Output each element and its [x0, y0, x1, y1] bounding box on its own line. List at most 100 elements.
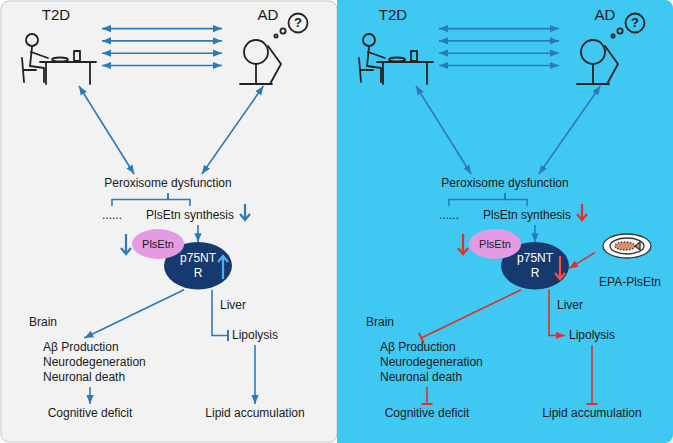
dish-plate	[603, 234, 651, 258]
connector	[439, 52, 559, 54]
outcome-label: Lipid accumulation	[538, 404, 645, 423]
outcome-group: Aβ ProductionNeurodegenerationNeuronal d…	[40, 338, 151, 387]
icon-group	[359, 14, 645, 85]
connector	[421, 290, 521, 338]
text-holder: T2D	[42, 6, 70, 24]
text-holder: Cognitive deficit	[48, 406, 133, 421]
node-text: AD	[595, 6, 616, 24]
node-text: PlsEtn synthesis	[483, 208, 571, 223]
edge-label: Brain	[28, 315, 58, 329]
connector	[426, 387, 428, 404]
connector	[102, 40, 222, 42]
outcome-label: Cognitive deficit	[381, 404, 474, 423]
plate	[389, 58, 405, 62]
node-text: Neurodegeneration	[43, 355, 146, 370]
node-text: Peroxisome dysfunction	[104, 176, 231, 191]
text-holder: AD	[595, 6, 616, 24]
connector	[212, 290, 228, 336]
outcome-group: Aβ ProductionNeurodegenerationNeuronal d…	[377, 338, 488, 387]
node-text: PlsEtn	[479, 237, 511, 251]
text-holder: EPA-PlsEtn	[599, 275, 661, 290]
text-holder: PlsEtn synthesis	[146, 208, 234, 223]
eater-arm	[31, 52, 48, 58]
dish-icon	[603, 234, 651, 258]
thinker-head	[581, 40, 605, 64]
text-holder: Aβ ProductionNeurodegenerationNeuronal d…	[43, 340, 146, 385]
text-holder: Lipid accumulation	[205, 406, 304, 421]
thinker-head	[244, 40, 268, 64]
node-text: Aβ Production	[43, 340, 119, 355]
node-text: Lipid accumulation	[542, 406, 641, 421]
dish-rim	[610, 238, 644, 254]
plate	[52, 58, 68, 62]
text-holder: PlsEtn synthesis	[483, 208, 571, 223]
connector	[102, 52, 222, 54]
ellipse-fill	[501, 242, 569, 290]
node-text: ......	[439, 208, 459, 223]
edge-label: Liver	[219, 298, 247, 312]
icon-group	[22, 14, 308, 85]
eater-arm	[368, 52, 385, 58]
connector	[102, 65, 222, 67]
table	[377, 62, 433, 84]
connector	[449, 193, 505, 206]
node-text: Neuronal death	[43, 370, 125, 385]
cup	[74, 51, 80, 61]
text-holder: PlsEtn	[479, 237, 511, 251]
question-mark: ?	[630, 16, 640, 30]
lipid-ellipse: PlsEtn	[132, 229, 184, 259]
chair	[22, 58, 36, 82]
edge-label: Liver	[556, 298, 584, 312]
text-holder: Cognitive deficit	[385, 406, 470, 421]
decrease-arrow	[121, 234, 131, 254]
text-holder: Peroxisome dysfunction	[104, 176, 231, 191]
chair	[359, 58, 373, 82]
text-holder: Aβ ProductionNeurodegenerationNeuronal d…	[380, 340, 483, 385]
outcome-label: Lipid accumulation	[201, 404, 308, 423]
thought-bubble	[289, 14, 308, 33]
process-label: PlsEtn synthesis	[142, 206, 238, 225]
edge-label: Brain	[365, 315, 395, 329]
node-text: AD	[258, 6, 279, 24]
connector	[102, 28, 222, 30]
thought-dot	[611, 34, 614, 37]
eater-leg	[30, 66, 44, 82]
thinker-body	[577, 64, 609, 84]
node-text: Lipid accumulation	[205, 406, 304, 421]
dish-fish	[615, 242, 635, 250]
thinker-arm	[605, 46, 618, 84]
text-holder: Peroxisome dysfunction	[441, 176, 568, 191]
connector	[89, 387, 91, 404]
node-text: Lipolysis	[569, 328, 615, 343]
text-holder: T2D	[379, 6, 407, 24]
node-text: p75NT R	[180, 251, 216, 281]
text-holder: PlsEtn	[142, 237, 174, 251]
right-panel-edge	[337, 0, 349, 443]
thought-dot	[280, 28, 285, 33]
node-text: T2D	[379, 6, 407, 24]
connector	[254, 345, 256, 404]
ellipse-fill	[164, 242, 232, 290]
connector	[168, 193, 190, 206]
node-text: Neurodegeneration	[380, 355, 483, 370]
connector	[439, 65, 559, 67]
thought-dot	[617, 28, 622, 33]
connector	[197, 225, 199, 242]
node-text: p75NT R	[517, 251, 553, 281]
diet-label: EPA-PlsEtn	[595, 226, 665, 292]
node-text: Cognitive deficit	[48, 406, 133, 421]
text-holder: Lipolysis	[232, 328, 278, 343]
ellipse-fill	[132, 229, 184, 259]
connector	[539, 86, 601, 174]
table	[40, 62, 96, 84]
connector	[534, 225, 536, 242]
connector	[416, 86, 471, 174]
disease-label: T2D	[347, 4, 439, 86]
ellipse-fill	[469, 229, 521, 259]
eater-head	[26, 34, 38, 46]
left-panel	[1, 1, 337, 442]
thought-bubble	[626, 14, 645, 33]
node-text: EPA-PlsEtn	[599, 275, 661, 290]
node-text: Aβ Production	[380, 340, 456, 355]
